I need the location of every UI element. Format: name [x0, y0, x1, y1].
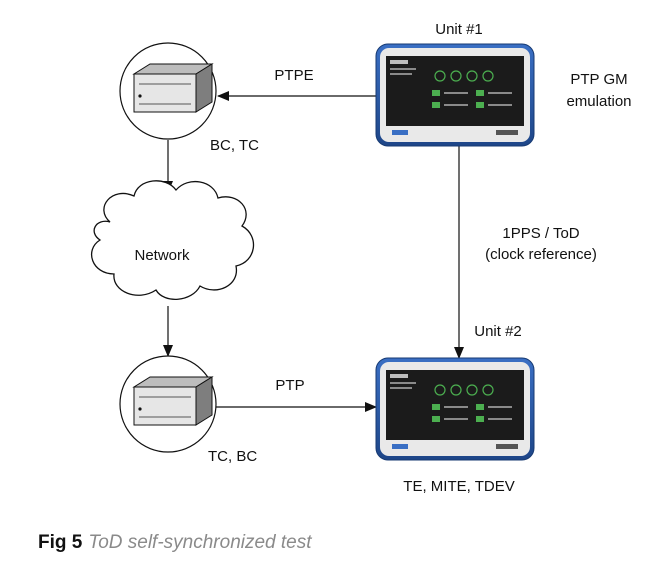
link-ptpe-label: PTPE: [274, 67, 313, 84]
node-bottom-label: TC, BC: [208, 448, 257, 465]
unit1-role-line1: PTP GM: [570, 71, 627, 88]
unit2-device: Unit #2 TE, MITE, TDEV: [375, 323, 535, 495]
network-cloud: Network: [90, 180, 255, 300]
unit1-role-line2: emulation: [566, 93, 631, 110]
unit2-title: Unit #2: [474, 323, 522, 340]
figure-title: ToD self-synchronized test: [88, 532, 312, 553]
link-reference-label-line1: 1PPS / ToD: [502, 225, 579, 242]
unit1-device: Unit #1 PTP GM emulation: [375, 21, 632, 147]
unit2-role: TE, MITE, TDEV: [403, 478, 514, 495]
link-reference-label-line2: (clock reference): [485, 246, 597, 263]
cloud-label: Network: [134, 247, 190, 264]
network-node-top: BC, TC: [119, 42, 259, 154]
unit1-title: Unit #1: [435, 21, 483, 38]
figure-number: Fig 5: [38, 532, 83, 553]
network-node-bottom: TC, BC: [119, 355, 257, 465]
node-top-label: BC, TC: [210, 137, 259, 154]
link-ptp-label: PTP: [275, 377, 304, 394]
